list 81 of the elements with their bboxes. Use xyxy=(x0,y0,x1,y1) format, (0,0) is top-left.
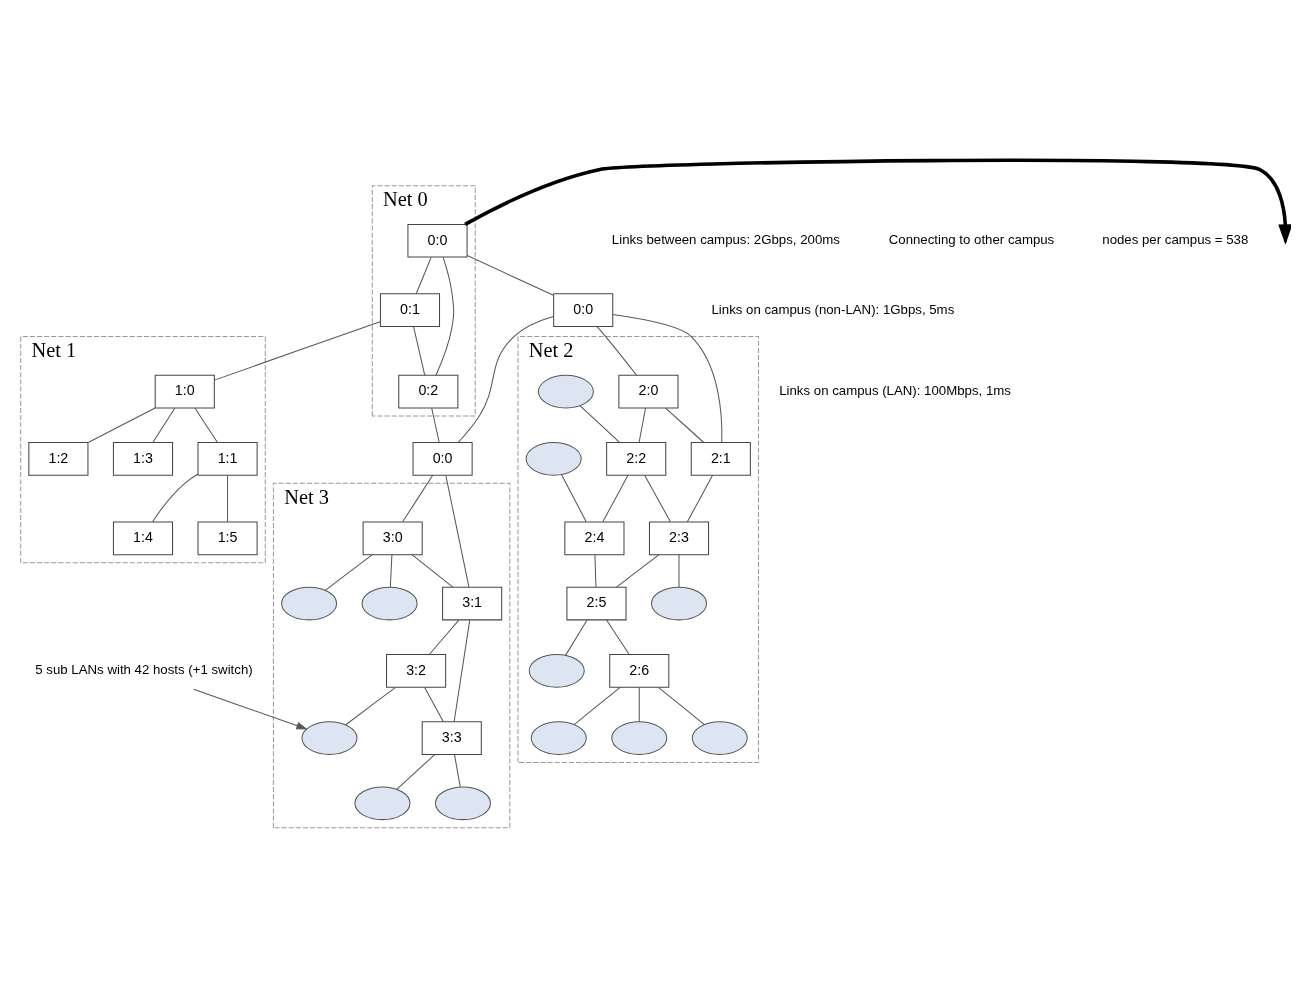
label: Links on campus (non-LAN): 1Gbps, 5ms xyxy=(711,301,955,317)
connector xyxy=(686,474,714,523)
node-text: 5 sub LANs with 42 hosts (+1 switch) xyxy=(35,662,253,678)
connector xyxy=(453,753,461,788)
connector xyxy=(612,314,723,443)
node-box: 1:3 xyxy=(112,442,174,476)
node-box: 0:0 xyxy=(553,293,614,327)
connector xyxy=(616,554,660,588)
connector xyxy=(396,753,436,790)
node-ellipse xyxy=(301,721,358,755)
node-box: 3:2 xyxy=(386,654,447,688)
connector xyxy=(579,405,621,443)
connector xyxy=(345,686,397,726)
node-ellipse xyxy=(611,721,668,755)
arrow xyxy=(193,688,308,730)
connector xyxy=(194,407,218,443)
node-ellipse xyxy=(434,786,491,821)
connector xyxy=(453,619,471,723)
node-box: 3:1 xyxy=(442,586,503,621)
connector xyxy=(638,407,647,443)
label: Links between campus: 2Gbps, 200ms xyxy=(611,232,840,248)
label: Links on campus (LAN): 100Mbps, 1ms xyxy=(779,383,1011,399)
connector xyxy=(431,407,440,443)
connector xyxy=(678,554,680,588)
node-ellipse xyxy=(525,442,582,476)
label: nodes per campus = 538 xyxy=(1102,232,1249,248)
node-box: 1:4 xyxy=(112,521,174,556)
label: Connecting to other campus xyxy=(888,232,1055,248)
connector xyxy=(644,474,671,523)
connector xyxy=(457,315,554,443)
connector xyxy=(565,619,588,656)
node-box: 2:3 xyxy=(648,521,710,556)
connector xyxy=(152,473,199,523)
node-box: 2:4 xyxy=(564,521,625,556)
node-box: 0:2 xyxy=(398,374,459,409)
node-box: 1:5 xyxy=(197,521,258,556)
connector xyxy=(152,407,176,443)
node-box: 1:0 xyxy=(154,374,215,409)
connector xyxy=(389,554,393,588)
connector xyxy=(415,256,432,295)
connector xyxy=(424,686,444,723)
node-ellipse xyxy=(354,786,411,821)
connector xyxy=(602,474,629,523)
node-box: 2:1 xyxy=(690,442,751,476)
connector xyxy=(606,619,630,655)
node-ellipse xyxy=(281,586,338,621)
connector xyxy=(573,686,621,726)
node-box: 1:2 xyxy=(28,442,89,476)
node-ellipse xyxy=(361,586,418,621)
connector xyxy=(665,407,705,443)
node-box: 3:3 xyxy=(421,721,482,755)
connector xyxy=(428,619,460,655)
connector xyxy=(466,255,554,296)
connector xyxy=(435,256,455,376)
connector xyxy=(594,554,597,588)
node-ellipse xyxy=(691,721,748,755)
connector xyxy=(213,321,381,381)
connector xyxy=(657,686,705,726)
node-ellipse xyxy=(537,374,594,409)
node-box: 2:6 xyxy=(609,654,670,688)
node-box: 2:5 xyxy=(566,586,627,621)
connector xyxy=(561,474,587,523)
node-box: 2:2 xyxy=(606,442,667,476)
connector xyxy=(638,686,640,723)
connector xyxy=(411,554,454,588)
connector xyxy=(402,474,434,523)
node-box: 2:0 xyxy=(618,374,679,409)
node-ellipse xyxy=(528,654,585,688)
node-ellipse xyxy=(530,721,587,755)
connector xyxy=(596,326,638,376)
node-ellipse xyxy=(651,586,708,621)
node-box: 0:0 xyxy=(412,442,473,476)
connector xyxy=(324,554,373,591)
node-box: 0:0 xyxy=(407,223,468,258)
node-box: 1:1 xyxy=(197,442,258,476)
node-box: 0:1 xyxy=(379,293,441,327)
connector xyxy=(87,407,156,443)
node-box: 3:0 xyxy=(362,521,423,556)
connector xyxy=(445,474,470,588)
connector xyxy=(227,474,229,523)
connector xyxy=(413,325,426,376)
